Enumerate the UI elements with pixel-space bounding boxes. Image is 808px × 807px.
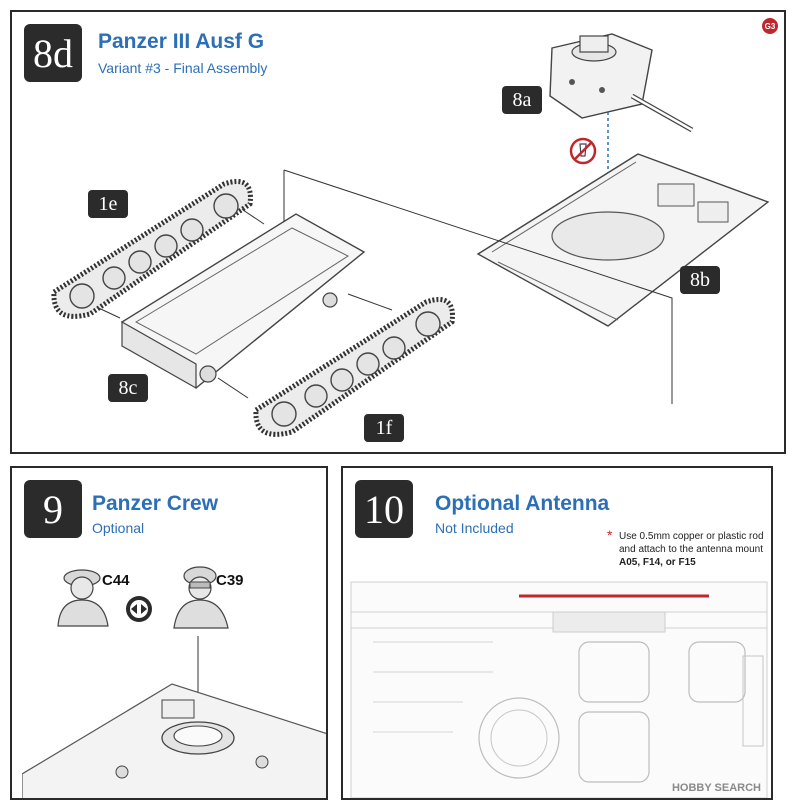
step-subtitle: Not Included (435, 520, 514, 536)
note-asterisk-icon: * (607, 527, 613, 543)
callout-8a: 8a (502, 86, 542, 114)
callout-1e: 1e (88, 190, 128, 218)
step-9-panel: 9 Panzer Crew Optional C44 C39 (10, 466, 328, 800)
no-glue-icon (569, 137, 597, 165)
note-line-2: and attach to the antenna mount (619, 544, 763, 555)
part-code-c44: C44 (102, 572, 130, 589)
step-number-badge: 8d (24, 24, 82, 82)
step-number-badge: 10 (355, 480, 413, 538)
lower-hull-illustration (120, 213, 366, 390)
crew-figure-c39 (173, 566, 229, 629)
turret-illustration (549, 33, 694, 133)
note-parts: A05, F14, or F15 (619, 557, 696, 568)
callout-1f: 1f (364, 414, 404, 442)
upper-hull-illustration (476, 153, 770, 327)
step-subtitle: Variant #3 - Final Assembly (98, 60, 268, 76)
page-corner-badge: G3 (762, 18, 778, 34)
callout-8c: 8c (108, 374, 148, 402)
left-track-illustration (51, 179, 253, 319)
right-track-illustration (253, 297, 455, 437)
part-code-c39: C39 (216, 572, 244, 589)
turret-hatch-illustration (22, 683, 326, 798)
note-line-1: Use 0.5mm copper or plastic rod (619, 531, 764, 542)
step-10-panel: 10 Optional Antenna Not Included * Use 0… (341, 466, 773, 800)
step-subtitle: Optional (92, 520, 145, 536)
step-number-badge: 9 (24, 480, 82, 538)
crew-figure-c44 (57, 569, 109, 627)
step-title: Optional Antenna (435, 492, 610, 515)
hobby-search-watermark: HOBBY SEARCH (671, 782, 761, 794)
step-8d-panel: 8d Panzer III Ausf G Variant #3 - Final … (10, 10, 786, 454)
step-title: Panzer Crew (92, 492, 219, 515)
antenna-note: * Use 0.5mm copper or plastic rod and at… (607, 528, 764, 569)
antenna-hull-illustration (350, 581, 768, 798)
step-title: Panzer III Ausf G (98, 30, 265, 53)
callout-8b: 8b (680, 266, 720, 294)
swap-option-icon (126, 596, 152, 622)
